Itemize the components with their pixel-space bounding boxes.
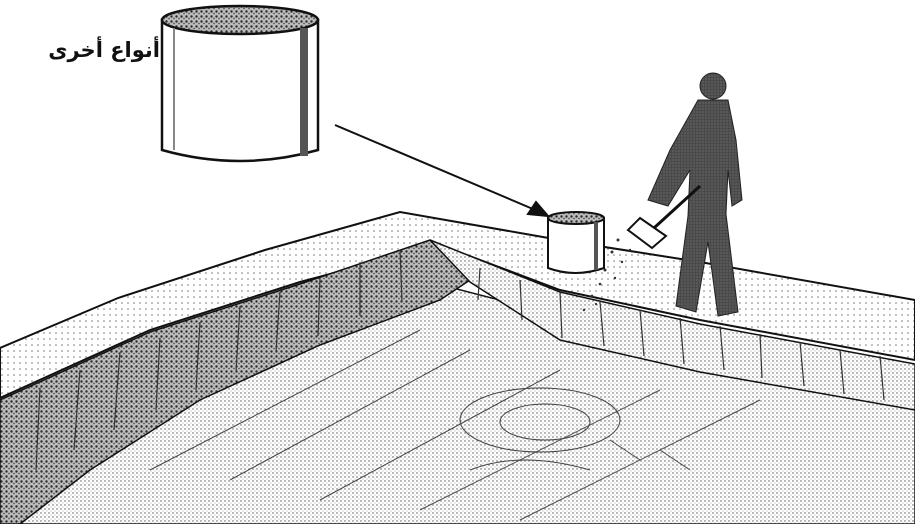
- other-types-label: أنواع أخرى: [0, 38, 160, 62]
- large-container-icon: [162, 6, 318, 161]
- bucket-icon: [548, 212, 604, 273]
- arrow: [335, 125, 548, 216]
